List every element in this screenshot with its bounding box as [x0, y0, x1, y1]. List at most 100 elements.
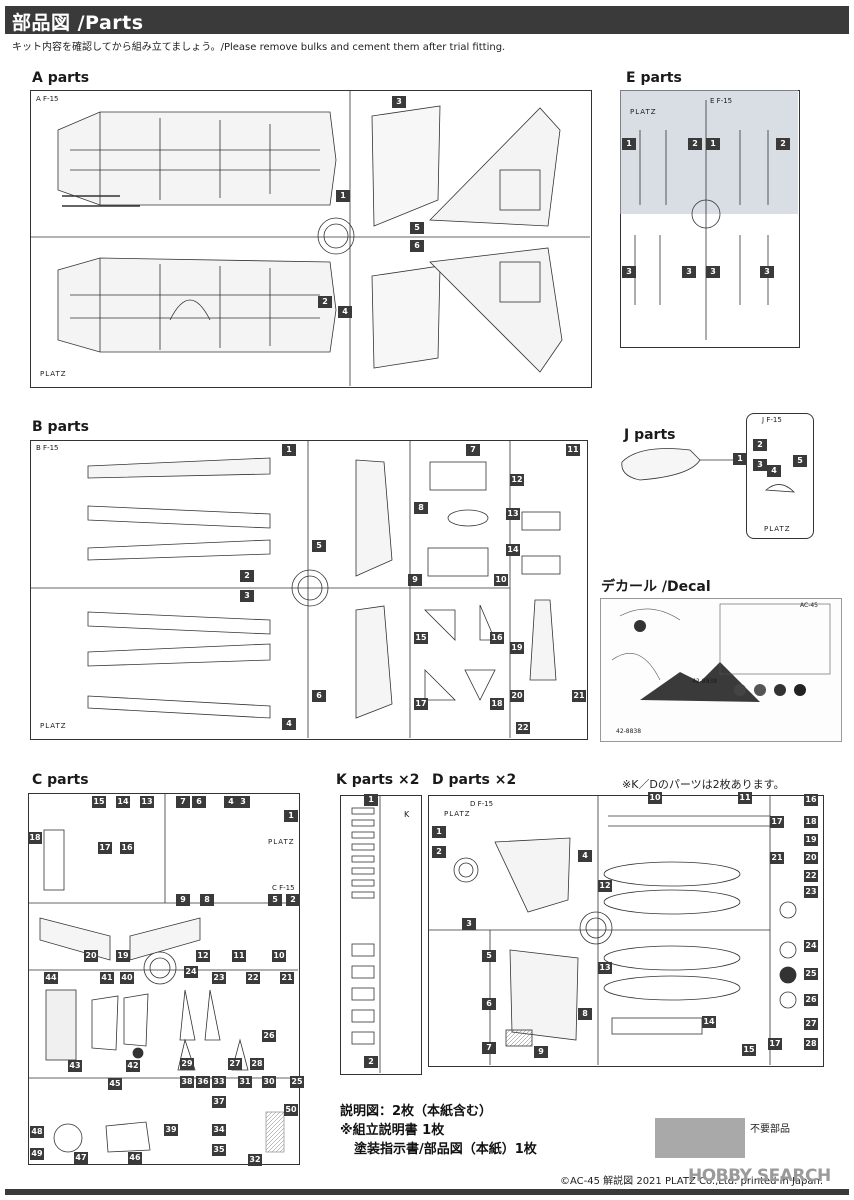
part-number-c-34: 34 — [212, 1124, 226, 1136]
part-number-c-44: 44 — [44, 972, 58, 984]
part-number-d-21: 21 — [770, 852, 784, 864]
instruction-line-2: ※組立説明書 1枚 — [340, 1123, 445, 1138]
tag-c: C F-15 — [272, 884, 295, 892]
header-bar — [5, 6, 849, 34]
part-number-a-5: 5 — [410, 222, 424, 234]
part-number-c-25: 25 — [290, 1076, 304, 1088]
part-number-a-1: 1 — [336, 190, 350, 202]
part-number-c-5: 5 — [268, 894, 282, 906]
part-number-c-18: 18 — [28, 832, 42, 844]
a-parts-drawing — [30, 90, 590, 386]
part-number-d-27: 27 — [804, 1018, 818, 1030]
part-number-c-32: 32 — [248, 1154, 262, 1166]
part-number-c-43: 43 — [68, 1060, 82, 1072]
part-number-c-40: 40 — [120, 972, 134, 984]
part-number-b-4: 4 — [282, 718, 296, 730]
part-number-c-35: 35 — [212, 1144, 226, 1156]
instruction-line-1: 説明図：2枚（本紙含む） — [340, 1104, 493, 1119]
part-number-b-8: 8 — [414, 502, 428, 514]
part-number-j-4: 4 — [767, 465, 781, 477]
part-number-c-3: 3 — [236, 796, 250, 808]
part-number-c-48: 48 — [30, 1126, 44, 1138]
part-number-d-20: 20 — [804, 852, 818, 864]
part-number-b-22: 22 — [516, 722, 530, 734]
unused-parts-label: 不要部品 — [750, 1124, 790, 1135]
d-parts-drawing — [428, 795, 797, 1065]
brand-e: PLATZ — [630, 108, 657, 116]
part-number-c-19: 19 — [116, 950, 130, 962]
e-parts-drawing — [620, 90, 798, 340]
tag-j: J F-15 — [762, 416, 782, 424]
copyright: ©AC-45 解説図 2021 PLATZ Co.,Ltd. printed i… — [560, 1176, 824, 1187]
part-number-b-14: 14 — [506, 544, 520, 556]
part-number-b-20: 20 — [510, 690, 524, 702]
part-number-c-12: 12 — [196, 950, 210, 962]
part-number-b-15: 15 — [414, 632, 428, 644]
part-number-c-42: 42 — [126, 1060, 140, 1072]
b-parts-drawing — [30, 440, 561, 738]
part-number-b-2: 2 — [240, 570, 254, 582]
part-number-c-31: 31 — [238, 1076, 252, 1088]
part-number-d-6: 6 — [482, 998, 496, 1010]
part-number-c-13: 13 — [140, 796, 154, 808]
instruction-line-3: 塗装指示書/部品図（本紙）1枚 — [354, 1142, 537, 1157]
part-number-d-15: 15 — [742, 1044, 756, 1056]
part-number-d-16: 16 — [804, 794, 818, 806]
section-label-k: K parts ×2 — [336, 772, 420, 788]
part-number-c-28: 28 — [250, 1058, 264, 1070]
brand-c: PLATZ — [268, 838, 295, 846]
part-number-b-18: 18 — [490, 698, 504, 710]
part-number-d-5: 5 — [482, 950, 496, 962]
part-number-c-50: 50 — [284, 1104, 298, 1116]
part-number-d-14: 14 — [702, 1016, 716, 1028]
part-number-c-7: 7 — [176, 796, 190, 808]
part-number-j-3: 3 — [753, 459, 767, 471]
section-label-e: E parts — [626, 70, 682, 86]
part-number-b-13: 13 — [506, 508, 520, 520]
part-number-c-9: 9 — [176, 894, 190, 906]
part-number-b-17: 17 — [414, 698, 428, 710]
part-number-d-7: 7 — [482, 1042, 496, 1054]
part-number-c-6: 6 — [192, 796, 206, 808]
part-number-c-36: 36 — [196, 1076, 210, 1088]
runner-frame-d — [428, 795, 824, 1067]
part-number-c-20: 20 — [84, 950, 98, 962]
unused-parts-swatch — [655, 1118, 745, 1158]
part-number-c-14: 14 — [116, 796, 130, 808]
part-number-c-38: 38 — [180, 1076, 194, 1088]
watermark: HOBBY SEARCH — [688, 1166, 831, 1186]
part-number-c-1: 1 — [284, 810, 298, 822]
part-number-j-1: 1 — [733, 453, 747, 465]
brand-b: PLATZ — [40, 722, 67, 730]
part-number-e-1: 1 — [622, 138, 636, 150]
part-number-d-19: 19 — [804, 834, 818, 846]
runner-frame-a — [30, 90, 592, 388]
brand-a: PLATZ — [40, 370, 67, 378]
part-number-b-7: 7 — [466, 444, 480, 456]
part-number-b-9: 9 — [408, 574, 422, 586]
part-number-k-1: 1 — [364, 794, 378, 806]
part-number-c-17: 17 — [98, 842, 112, 854]
decal-drawing — [611, 603, 831, 702]
section-label-d: D parts ×2 — [432, 772, 517, 788]
part-number-d-8: 8 — [578, 1008, 592, 1020]
part-number-a-3: 3 — [392, 96, 406, 108]
part-number-b-11: 11 — [566, 444, 580, 456]
tag-k: K — [404, 810, 410, 819]
part-number-j-5: 5 — [793, 455, 807, 467]
part-number-c-30: 30 — [262, 1076, 276, 1088]
tag-a: A F-15 — [36, 95, 59, 103]
part-number-a-4: 4 — [338, 306, 352, 318]
page-title: 部品図 /Parts — [12, 12, 144, 34]
part-number-e-3: 3 — [706, 266, 720, 278]
runner-frame-j — [746, 413, 814, 539]
part-number-d-18: 18 — [804, 816, 818, 828]
part-number-c-10: 10 — [272, 950, 286, 962]
part-number-c-39: 39 — [164, 1124, 178, 1136]
part-number-d-22: 22 — [804, 870, 818, 882]
part-number-b-10: 10 — [494, 574, 508, 586]
decal-code-2: 42-8838 — [616, 728, 642, 735]
part-number-c-23: 23 — [212, 972, 226, 984]
page-subtitle: キット内容を確認してから組み立てましょう。/Please remove bulk… — [12, 42, 506, 53]
